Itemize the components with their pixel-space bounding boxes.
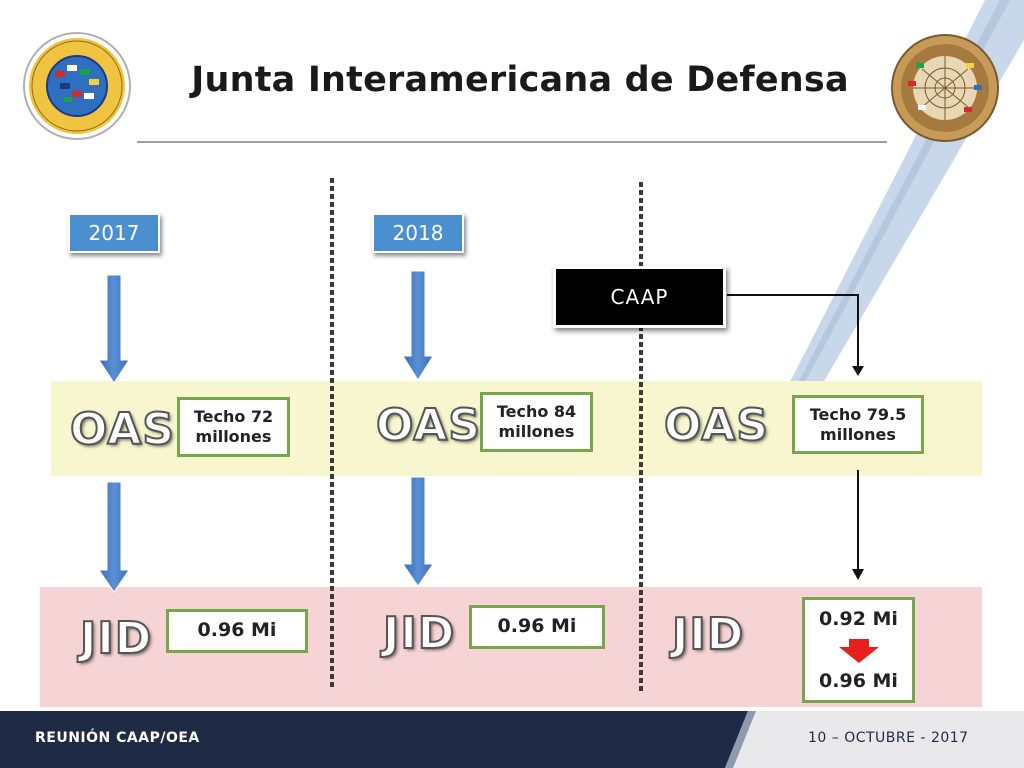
techo-line1: Techo 79.5 <box>809 404 907 424</box>
jid-seal-icon <box>891 34 999 142</box>
jid-value-to: 0.96 Mi <box>819 670 898 693</box>
blue-arrow-2018-bottom <box>402 476 434 587</box>
techo-line1: Techo 72 <box>193 407 274 426</box>
jid-value-box-2017: 0.96 Mi <box>166 609 308 653</box>
oas-label-2017: OAS <box>69 403 175 456</box>
page-title: Junta Interamericana de Defensa <box>191 60 849 100</box>
jid-label-caap: JID <box>671 608 745 661</box>
jid-value-box-2018: 0.96 Mi <box>469 605 605 649</box>
year-box-2017: 2017 <box>68 213 160 253</box>
oas-seal-icon <box>23 32 131 140</box>
caap-box: CAAP <box>553 266 726 328</box>
column-divider-1 <box>330 178 334 690</box>
footer-meeting-label: REUNIÓN CAAP/OEA <box>35 730 200 746</box>
column-divider-2 <box>639 182 643 692</box>
caap-connector-arrow <box>727 294 859 368</box>
techo-line2: millones <box>498 422 575 441</box>
jid-value-from: 0.92 Mi <box>819 608 898 630</box>
techo-line1: Techo 84 <box>496 402 577 421</box>
blue-arrow-2017-bottom <box>98 481 130 593</box>
techo-box-caap: Techo 79.5 millones <box>792 395 924 454</box>
techo-box-2018: Techo 84 millones <box>480 392 593 452</box>
oas-label-2018: OAS <box>375 399 481 452</box>
caap-connector-arrowhead <box>852 366 864 376</box>
blue-arrow-2018-top <box>402 270 434 381</box>
title-divider <box>137 141 887 143</box>
techo-line2: millones <box>195 427 272 446</box>
jid-label-2018: JID <box>382 607 456 660</box>
techo-line2: millones <box>820 424 896 444</box>
footer-date: 10 – OCTUBRE - 2017 <box>808 730 969 746</box>
red-down-arrow-icon <box>838 639 879 663</box>
jid-label-2017: JID <box>79 612 153 665</box>
oas-to-jid-arrowhead <box>852 569 864 580</box>
footer-bar <box>0 711 1024 768</box>
jid-value-change-box: 0.92 Mi 0.96 Mi <box>802 597 915 703</box>
blue-arrow-2017-top <box>98 274 130 384</box>
year-box-2018: 2018 <box>372 213 464 253</box>
oas-label-caap: OAS <box>663 399 769 452</box>
techo-box-2017: Techo 72 millones <box>177 397 290 457</box>
